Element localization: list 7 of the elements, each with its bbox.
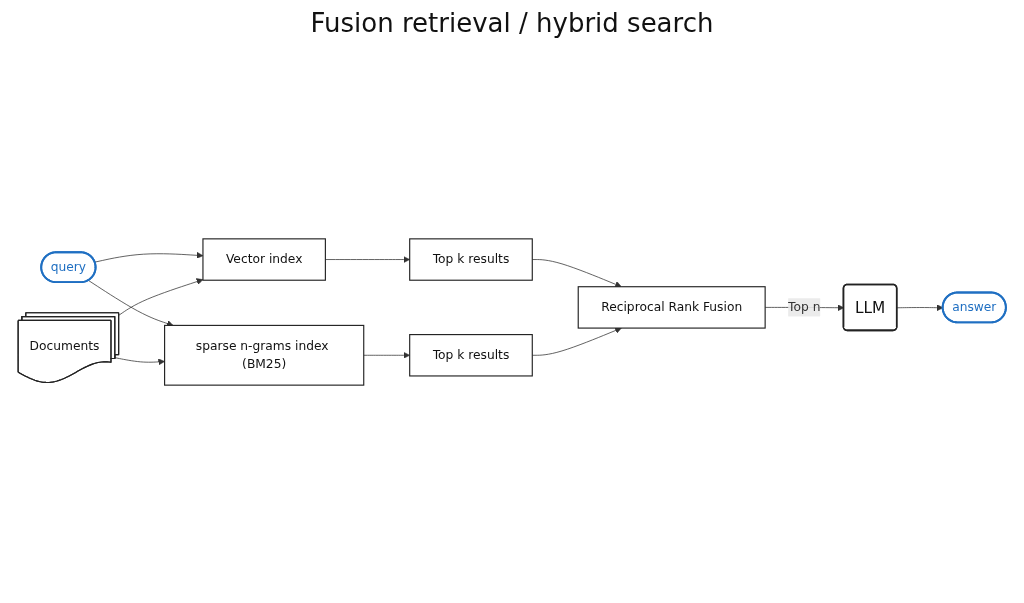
- edge-label: Top n: [788, 299, 821, 315]
- node-box: Vector index: [202, 238, 326, 281]
- node-box: Top k results: [409, 334, 533, 377]
- node-box: sparse n-grams index (BM25): [164, 324, 365, 386]
- node-box: Top k results: [409, 238, 533, 281]
- diagram-title: Fusion retrieval / hybrid search: [309, 8, 715, 38]
- node-box: Reciprocal Rank Fusion: [577, 286, 766, 329]
